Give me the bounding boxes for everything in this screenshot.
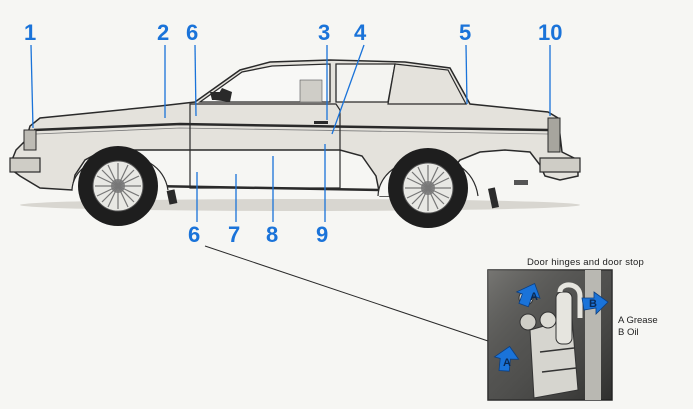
marker-a-bottom-label: A bbox=[503, 357, 511, 369]
legend-item-grease: A Grease bbox=[618, 315, 658, 327]
rear-bumper bbox=[539, 157, 581, 173]
marker-b bbox=[581, 291, 609, 315]
legend-text: Grease bbox=[626, 315, 658, 326]
callout-3: 3 bbox=[318, 20, 331, 45]
callout-8: 8 bbox=[266, 222, 279, 247]
detail-caption: Door hinges and door stop bbox=[527, 257, 644, 268]
legend-item-oil: B Oil bbox=[618, 327, 658, 339]
callout-1: 1 bbox=[24, 20, 37, 45]
marker-a-bottom bbox=[493, 345, 520, 372]
legend-letter: B bbox=[618, 327, 625, 338]
detail-leader-line bbox=[204, 245, 495, 344]
legend-text: Oil bbox=[626, 327, 639, 338]
rear-wheel bbox=[388, 148, 468, 228]
callout-6-top: 6 bbox=[186, 20, 199, 45]
callout-5: 5 bbox=[459, 20, 472, 45]
door-outline bbox=[189, 103, 341, 189]
front-wheel bbox=[78, 146, 158, 226]
marker-b-label: B bbox=[589, 298, 597, 310]
door-handle bbox=[314, 121, 328, 124]
callout-10: 10 bbox=[538, 20, 563, 45]
legend-letter: A bbox=[618, 315, 624, 326]
callout-9: 9 bbox=[316, 222, 329, 247]
lubricant-legend: A Grease B Oil bbox=[618, 315, 658, 339]
callout-2: 2 bbox=[157, 20, 170, 45]
callout-6-bottom: 6 bbox=[188, 222, 201, 247]
marker-a-top bbox=[515, 282, 541, 308]
callout-4: 4 bbox=[354, 20, 367, 45]
front-bumper bbox=[9, 157, 41, 173]
marker-a-top-label: A bbox=[530, 291, 538, 303]
callout-7: 7 bbox=[228, 222, 241, 247]
